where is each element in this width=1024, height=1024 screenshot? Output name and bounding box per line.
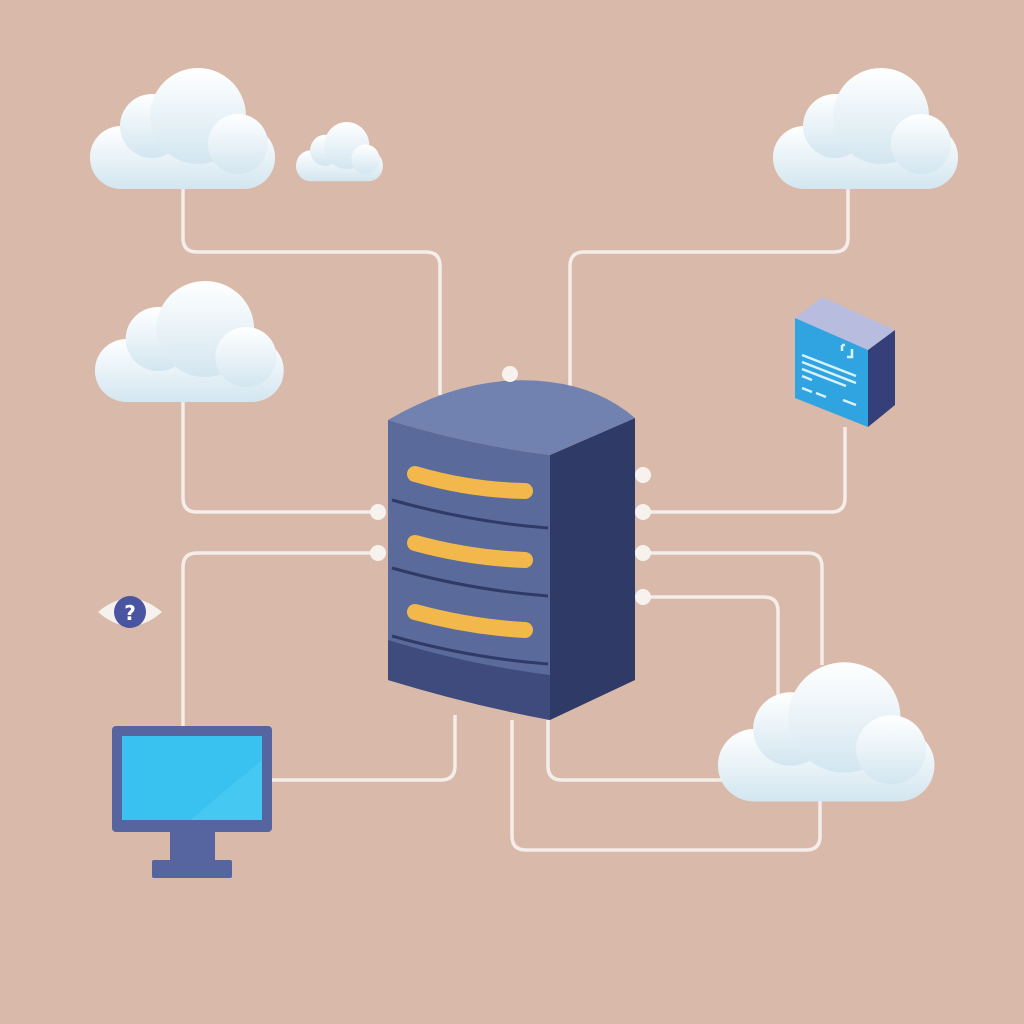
server-icon	[388, 380, 635, 720]
server-bar	[407, 604, 533, 638]
connector-document	[643, 427, 847, 514]
connector-right-2	[643, 595, 780, 695]
connector-bottom-loop	[510, 720, 822, 852]
connector-monitor-top	[181, 551, 378, 726]
connector-cloud-left	[181, 402, 378, 514]
eye-question-icon: ?	[98, 596, 162, 628]
server-bar	[407, 466, 533, 499]
connector-right-1	[643, 551, 824, 665]
cloud-icon	[95, 281, 284, 402]
server-bar	[407, 535, 533, 568]
connector-cloud-bottom-right	[546, 720, 722, 782]
monitor-icon	[112, 726, 272, 878]
connector-lines	[181, 188, 850, 852]
document-icon	[795, 297, 895, 427]
eye-badge-text: ?	[124, 601, 136, 625]
connector-cloud-top-left	[181, 188, 442, 395]
cloud-icon	[773, 68, 958, 189]
connector-cloud-top-right	[568, 188, 850, 390]
connection-dots	[370, 366, 651, 605]
cloud-icon	[296, 121, 383, 182]
cloud-icon	[718, 662, 935, 802]
cloud-icon	[90, 68, 275, 189]
connector-monitor-right	[272, 715, 457, 782]
